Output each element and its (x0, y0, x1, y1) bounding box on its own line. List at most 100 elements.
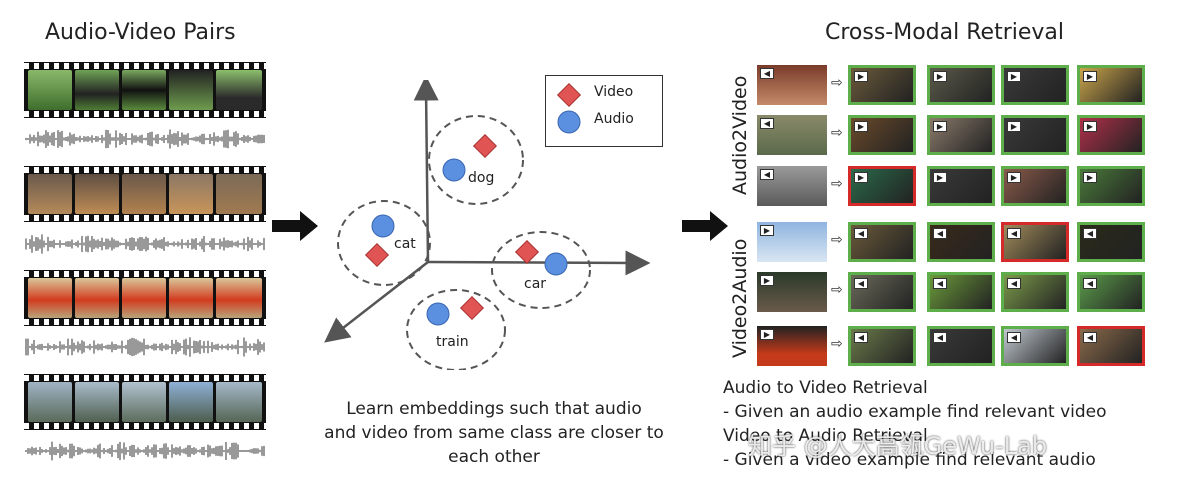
video-point-train (459, 295, 485, 321)
x-axis-line (427, 250, 650, 276)
left-title: Audio-Video Pairs (45, 20, 236, 45)
query-thumbnail: ▶ (757, 326, 827, 366)
result-thumbnail: ◀ (848, 272, 916, 312)
cluster-label-train: train (436, 334, 469, 350)
audio-waveform-car (25, 337, 265, 357)
y-axis-line (413, 80, 439, 263)
speaker-icon: ◀ (933, 278, 947, 289)
result-thumbnail: ▶ (848, 166, 916, 206)
small-arrow-icon: ⇨ (831, 125, 843, 141)
small-arrow-icon: ⇨ (831, 232, 843, 248)
caption-line-2: and video from same class are closer to (324, 423, 664, 443)
result-thumbnail: ▶ (927, 115, 995, 155)
caption-line-3: each other (448, 447, 540, 467)
cluster-car (491, 231, 591, 309)
play-icon: ▶ (933, 121, 947, 132)
right-arrow-icon (272, 211, 318, 241)
query-thumbnail: ▶ (757, 222, 827, 262)
small-arrow-icon: ⇨ (831, 336, 843, 352)
result-thumbnail: ◀ (1077, 326, 1145, 366)
result-thumbnail: ◀ (848, 326, 916, 366)
result-thumbnail: ▶ (1077, 166, 1145, 206)
query-thumbnail: ◀ (757, 65, 827, 105)
speaker-icon: ◀ (1007, 278, 1021, 289)
result-thumbnail: ◀ (927, 222, 995, 262)
audio-circle-icon (557, 110, 581, 134)
info-line-2: - Given an audio example find relevant v… (723, 402, 1107, 422)
speaker-icon: ◀ (1083, 332, 1097, 343)
audio-waveform-train (25, 441, 265, 461)
play-icon: ▶ (854, 172, 868, 183)
cluster-train (406, 289, 506, 370)
speaker-icon: ◀ (933, 228, 947, 239)
result-thumbnail: ◀ (927, 326, 995, 366)
right-title: Cross-Modal Retrieval (825, 20, 1065, 45)
info-line-3: Video to Audio Retrieval (723, 426, 928, 446)
video2audio-label: Video2Audio (729, 238, 751, 358)
query-thumbnail: ◀ (757, 166, 827, 206)
speaker-icon: ◀ (1007, 228, 1021, 239)
audio2video-label: Audio2Video (729, 75, 751, 195)
query-thumbnail: ▶ (757, 272, 827, 312)
result-thumbnail: ▶ (1001, 115, 1069, 155)
right-arrow-icon (682, 211, 728, 241)
embedding-space-diagram (324, 80, 650, 370)
legend: Video Audio (545, 75, 663, 147)
speaker-icon: ◀ (760, 118, 774, 129)
speaker-icon: ◀ (933, 332, 947, 343)
audio-point-train (426, 302, 450, 326)
small-arrow-icon: ⇨ (831, 176, 843, 192)
query-thumbnail: ◀ (757, 115, 827, 155)
result-thumbnail: ▶ (1001, 65, 1069, 105)
small-arrow-icon: ⇨ (831, 75, 843, 91)
cluster-label-car: car (524, 276, 547, 292)
speaker-icon: ◀ (1083, 278, 1097, 289)
play-icon: ▶ (1007, 71, 1021, 82)
film-strip-car (24, 270, 266, 326)
result-thumbnail: ◀ (1077, 272, 1145, 312)
result-thumbnail: ◀ (848, 222, 916, 262)
result-thumbnail: ▶ (1001, 166, 1069, 206)
cluster-dog (428, 115, 524, 205)
video-point-car (514, 239, 540, 265)
result-thumbnail: ◀ (1001, 222, 1069, 262)
speaker-icon: ◀ (854, 278, 868, 289)
video-point-dog (472, 133, 498, 159)
result-thumbnail: ◀ (1077, 222, 1145, 262)
result-thumbnail: ◀ (1001, 326, 1069, 366)
cluster-cat (337, 200, 431, 286)
play-icon: ▶ (933, 71, 947, 82)
speaker-icon: ◀ (760, 68, 774, 79)
watermark: 知乎 @人大高瓴GeWu-Lab (748, 432, 1048, 460)
result-thumbnail: ▶ (927, 65, 995, 105)
audio-point-dog (442, 158, 466, 182)
play-icon: ▶ (1083, 172, 1097, 183)
speaker-icon: ◀ (854, 228, 868, 239)
legend-audio-label: Audio (594, 111, 634, 127)
caption-line-1: Learn embeddings such that audio (346, 399, 642, 419)
info-line-4: - Given a video example find relevant au… (723, 450, 1096, 470)
result-thumbnail: ▶ (927, 166, 995, 206)
play-icon: ▶ (854, 121, 868, 132)
embedding-caption: Learn embeddings such that audio and vid… (304, 397, 684, 469)
speaker-icon: ◀ (854, 332, 868, 343)
play-icon: ▶ (933, 172, 947, 183)
speaker-icon: ◀ (1007, 332, 1021, 343)
result-thumbnail: ◀ (927, 272, 995, 312)
video-diamond-icon (556, 82, 582, 108)
video-point-cat (364, 242, 390, 268)
play-icon: ▶ (1083, 121, 1097, 132)
film-strip-cat (24, 62, 266, 118)
play-icon: ▶ (1007, 121, 1021, 132)
audio-waveform-dog (25, 234, 265, 254)
z-axis-line (324, 261, 429, 343)
audio-point-car (544, 252, 568, 276)
film-strip-dog (24, 166, 266, 222)
play-icon: ▶ (760, 225, 774, 236)
play-icon: ▶ (1007, 172, 1021, 183)
result-thumbnail: ▶ (848, 65, 916, 105)
audio-waveform-cat (25, 129, 265, 149)
result-thumbnail: ◀ (1001, 272, 1069, 312)
result-thumbnail: ▶ (848, 115, 916, 155)
info-line-1: Audio to Video Retrieval (723, 378, 928, 398)
